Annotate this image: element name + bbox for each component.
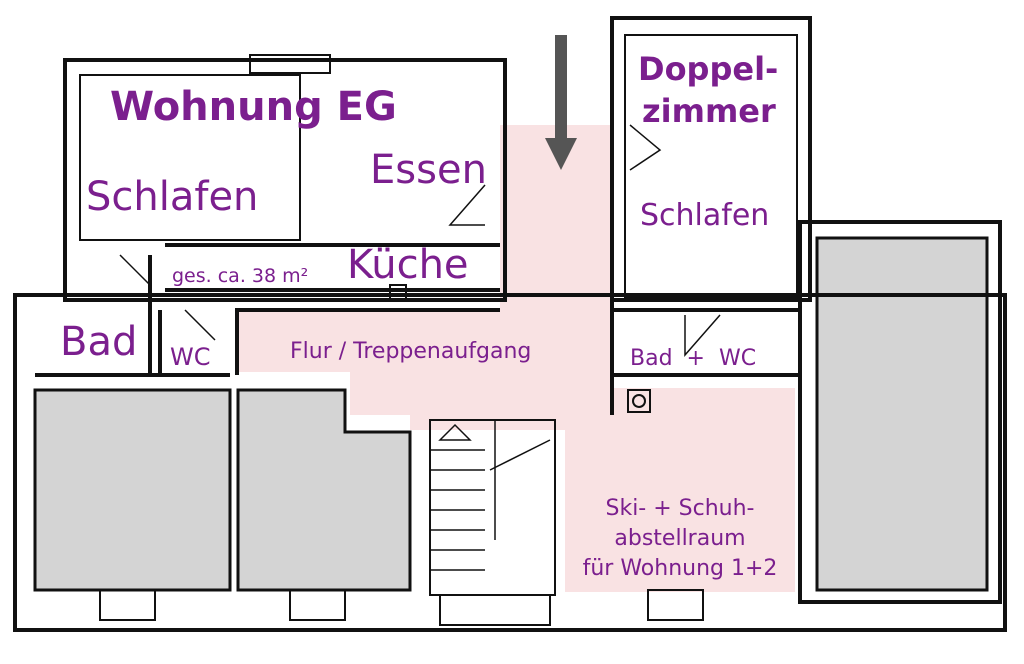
label-kueche: Küche xyxy=(347,242,469,288)
unit-right xyxy=(815,236,989,592)
unit-middle-bottom xyxy=(236,388,412,592)
label-flur: Flur / Treppenaufgang xyxy=(290,339,531,364)
ski-room-fill xyxy=(565,388,795,592)
label-ski-2: abstellraum xyxy=(614,526,745,551)
label-essen: Essen xyxy=(370,147,487,193)
label-area: ges. ca. 38 m² xyxy=(172,265,308,287)
door-swings xyxy=(119,124,721,357)
entrance-arrow-icon xyxy=(545,35,577,170)
label-ski-1: Ski- + Schuh- xyxy=(605,496,754,521)
unit-left-bottom xyxy=(33,388,232,592)
label-schlafen-right: Schlafen xyxy=(640,198,769,233)
label-wc: WC xyxy=(170,343,211,371)
label-ski-3: für Wohnung 1+2 xyxy=(583,556,778,581)
stairs xyxy=(430,420,551,571)
label-bad-wc: Bad + WC xyxy=(630,346,756,371)
plan-title: Wohnung EG xyxy=(110,84,397,130)
walls xyxy=(13,16,1007,632)
label-bad: Bad xyxy=(60,319,137,365)
label-doppelzimmer-2: zimmer xyxy=(642,92,776,130)
label-doppelzimmer-1: Doppel- xyxy=(638,50,778,88)
label-schlafen-left: Schlafen xyxy=(86,174,258,220)
